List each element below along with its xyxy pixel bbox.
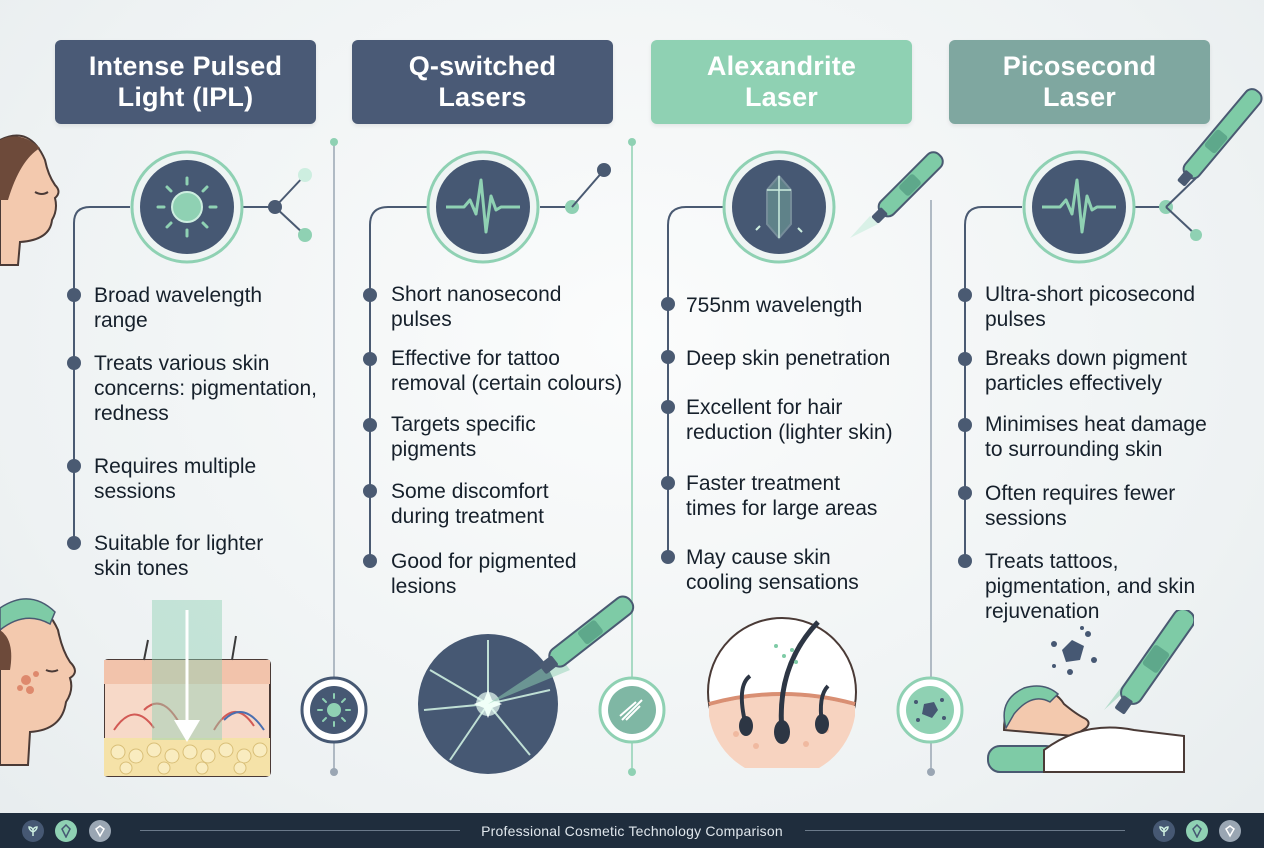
- column-title: Intense Pulsed Light (IPL): [88, 51, 283, 112]
- bullet-dot: [363, 352, 377, 366]
- bullet-text: Breaks down pigment particles effectivel…: [985, 347, 1187, 395]
- crystal-badge-icon: [1186, 820, 1208, 842]
- bullet-dot: [958, 486, 972, 500]
- footer-divider: [140, 830, 460, 831]
- column-title: Picosecond Laser: [1002, 51, 1157, 112]
- leaf-icon: [1153, 820, 1175, 842]
- bullet-dot: [67, 459, 81, 473]
- skin-cross-section-illustration: [104, 600, 272, 780]
- bullet-dot: [363, 418, 377, 432]
- crystal-badge-icon: [55, 820, 77, 842]
- bullet-dot: [661, 550, 675, 564]
- bullet-dot: [958, 554, 972, 568]
- column-header-alexandrite: Alexandrite Laser: [651, 40, 912, 124]
- bullet-text: Good for pigmented lesions: [391, 550, 577, 598]
- column-title: Alexandrite Laser: [706, 51, 857, 112]
- laser-burst-illustration: [410, 570, 640, 780]
- bullet-dot: [661, 350, 675, 364]
- bullet-dot: [67, 288, 81, 302]
- face-illustration: [0, 130, 70, 270]
- bullet-text: Some discomfort during treatment: [391, 480, 549, 528]
- patient-treatment-illustration: [984, 610, 1194, 780]
- laser-pen-icon: [1168, 80, 1264, 200]
- bullet-text: 755nm wavelength: [686, 294, 863, 317]
- bullet-dot: [661, 400, 675, 414]
- bullet-text: Targets specific pigments: [391, 413, 536, 461]
- face-with-pigmentation-illustration: [0, 590, 90, 770]
- sun-icon: [130, 150, 244, 264]
- bullet-text: Excellent for hair reduction (lighter sk…: [686, 396, 893, 444]
- bullet-dot: [363, 554, 377, 568]
- bullet-text: Faster treatment times for large areas: [686, 472, 878, 520]
- laser-beam-icon: [598, 676, 666, 744]
- column-title: Q-switched Lasers: [408, 51, 557, 112]
- gem-icon: [89, 820, 111, 842]
- footer-bar: Professional Cosmetic Technology Compari…: [0, 813, 1264, 848]
- sun-icon: [300, 676, 368, 744]
- footer-divider: [805, 830, 1125, 831]
- gem-icon: [1219, 820, 1241, 842]
- bullet-text: May cause skin cooling sensations: [686, 546, 859, 594]
- bullet-text: Short nanosecond pulses: [391, 283, 562, 331]
- column-header-picosecond: Picosecond Laser: [949, 40, 1210, 124]
- leaf-icon: [22, 820, 44, 842]
- bullet-dot: [363, 288, 377, 302]
- footer-caption: Professional Cosmetic Technology Compari…: [467, 822, 797, 839]
- bullet-text: Suitable for lighter skin tones: [94, 532, 264, 580]
- hair-follicle-illustration: [706, 616, 858, 768]
- laser-pen-icon: [840, 140, 960, 250]
- bullet-text: Broad wavelength range: [94, 284, 263, 332]
- bullet-dot: [67, 356, 81, 370]
- bullet-text: Treats various skin concerns: pigmentati…: [94, 352, 317, 425]
- bullet-text: Minimises heat damage to surrounding ski…: [985, 413, 1207, 461]
- pulse-wave-icon: [426, 150, 540, 264]
- pulse-wave-icon: [1022, 150, 1136, 264]
- column-header-ipl: Intense Pulsed Light (IPL): [55, 40, 316, 124]
- crystal-icon: [722, 150, 836, 264]
- bullet-dot: [661, 476, 675, 490]
- bullet-text: Often requires fewer sessions: [985, 482, 1176, 530]
- pigment-particle-icon: [896, 676, 964, 744]
- bullet-dot: [958, 352, 972, 366]
- bullet-text: Treats tattoos, pigmentation, and skin r…: [985, 550, 1196, 623]
- bullet-dot: [363, 484, 377, 498]
- bullet-text: Requires multiple sessions: [94, 455, 257, 503]
- bullet-dot: [661, 297, 675, 311]
- bullet-text: Ultra-short picosecond pulses: [985, 283, 1196, 331]
- bullet-dot: [958, 288, 972, 302]
- bullet-dot: [67, 536, 81, 550]
- bullet-text: Deep skin penetration: [686, 347, 891, 370]
- bullet-text: Effective for tattoo removal (certain co…: [391, 347, 623, 395]
- bullet-dot: [958, 418, 972, 432]
- column-header-q-switched: Q-switched Lasers: [352, 40, 613, 124]
